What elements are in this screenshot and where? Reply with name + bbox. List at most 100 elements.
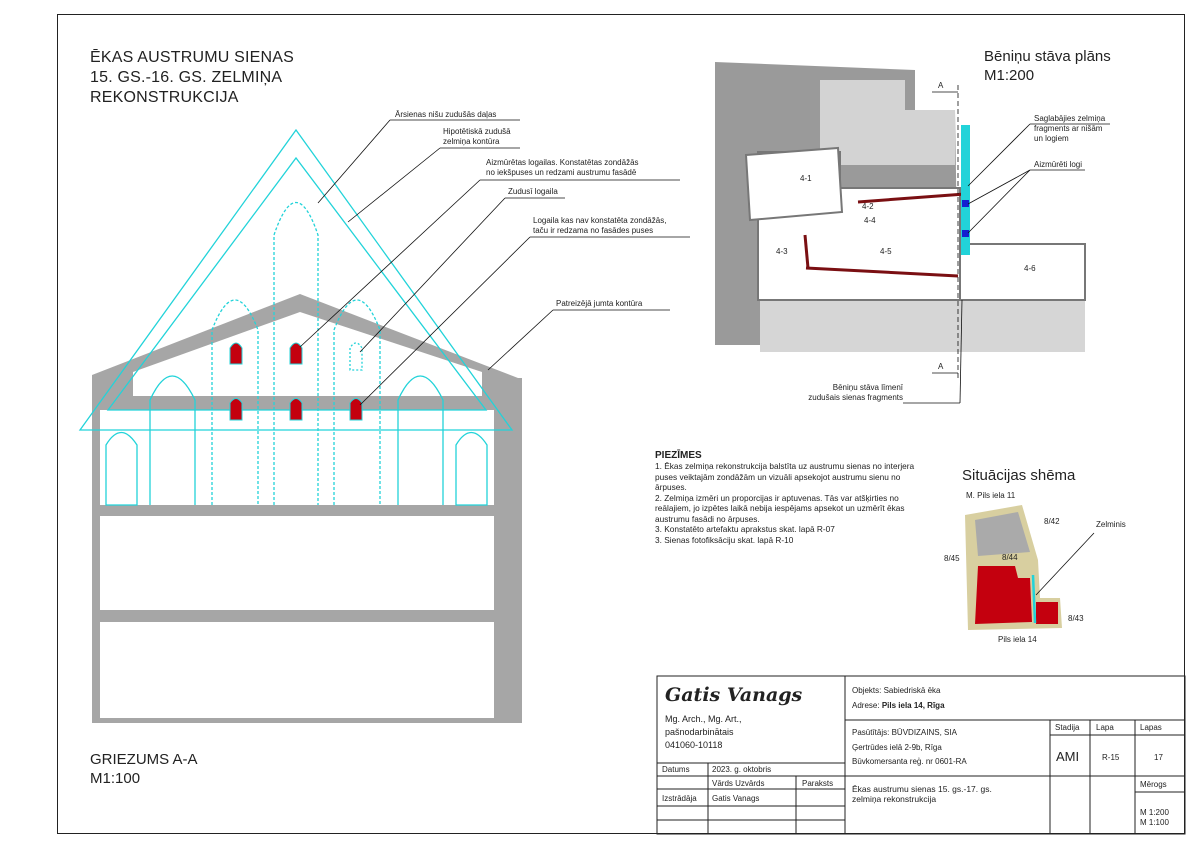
section-name: GRIEZUMS A-A: [90, 751, 198, 768]
note-line: ārpuses.: [655, 482, 687, 492]
address-value: Pils iela 14, Rīga: [881, 701, 945, 710]
sheet-title: Ēkas austrumu sienas 15. gs.-17. gs. zel…: [852, 784, 992, 804]
room-label: 4-6: [1024, 264, 1036, 273]
niches: [105, 202, 488, 506]
notes-heading: PIEZĪMES: [655, 450, 702, 461]
drawing-frame: [57, 14, 1185, 834]
address-label: Adrese:: [852, 701, 880, 710]
note-line: 2. Zelmiņa izmēri un proporcijas ir aptu…: [655, 492, 899, 503]
annot-bricked-windows: Aizmūrētas logailas. Konstatētas zondāžā…: [486, 158, 639, 178]
sheet-value: R-15: [1102, 753, 1120, 762]
annot-missing-niches: Ārsienas nišu zudušās daļas: [395, 110, 497, 119]
architect-code: 041060-10118: [665, 740, 723, 750]
client-address: Ģertrūdes ielā 2-9b, Rīga: [852, 743, 942, 752]
signature-column-label: Paraksts: [802, 779, 834, 788]
sheet-label: Lapa: [1096, 723, 1114, 732]
sheet-title-line1: Ēkas austrumu sienas 15. gs.-17. gs.: [852, 784, 992, 794]
architect-name: Gatis Vanags: [665, 684, 803, 706]
name-column-label: Vārds Uzvārds: [712, 779, 765, 788]
note-line: 1. Ēkas zelmiņa rekonstrukcija balstīta …: [655, 461, 915, 471]
annot-line: taču ir redzama no fasādes puses: [533, 226, 654, 235]
zelminis-label: Zelminis: [1096, 520, 1126, 529]
parcel-843: 8/43: [1068, 614, 1084, 623]
annot-hypothetical-contour: Hipotētiskā zudušā zelmiņa kontūra: [443, 127, 511, 147]
annot-lost-window: Zudusī logaila: [508, 187, 558, 196]
hypothetical-gable-contour: [78, 128, 514, 431]
annot-line: un logiem: [1034, 134, 1069, 143]
section-title-line3: REKONSTRUKCIJA: [90, 89, 239, 106]
annot-bricked-plan: Aizmūrēti logi: [1034, 160, 1083, 169]
annot-current-roof: Patreizējā jumta kontūra: [556, 299, 643, 308]
parcel-844: 8/44: [1002, 553, 1018, 562]
sheet-title-line2: zelmiņa rekonstrukcija: [852, 794, 937, 804]
stage-value: AMI: [1056, 749, 1080, 764]
section-label: GRIEZUMS A-A M1:100: [90, 750, 198, 788]
situation-street-top: M. Pils iela 11: [966, 491, 1016, 500]
datums-value: 2023. g. oktobris: [712, 765, 772, 774]
room-label: 4-3: [776, 247, 788, 256]
annot-line: Bēniņu stāva līmenī: [832, 383, 903, 392]
parcel-845: 8/45: [944, 554, 960, 563]
gable-fragment: [961, 125, 970, 255]
annot-line: zudušais sienas fragments: [808, 393, 903, 402]
note-line: puses veiktajām zondāžām un vizuāli apse…: [655, 471, 901, 482]
annot-line: fragments ar nišām: [1034, 124, 1103, 133]
situation-street-bottom: Pils iela 14: [998, 635, 1037, 644]
annot-unconfirmed-window: Logaila kas nav konstatēta zondāžās, tač…: [533, 216, 666, 236]
plan-scale: M1:200: [984, 67, 1035, 84]
architect-quals: Mg. Arch., Mg. Art.,: [665, 714, 742, 724]
datums-label: Datums: [662, 765, 690, 774]
scale-label: Mērogs: [1140, 780, 1167, 789]
client-reg: Būvkomersanta reģ. nr 0601-RA: [852, 757, 967, 766]
annot-line: Logaila kas nav konstatēta zondāžās,: [533, 216, 667, 225]
site-building: [975, 566, 1032, 624]
object-label: Objekts:: [852, 686, 882, 695]
plan-walls-highlight: [803, 192, 966, 278]
architect-status: pašnodarbinātais: [665, 727, 734, 737]
zelminis-leader: [1035, 532, 1095, 596]
section-title-line1: ĒKAS AUSTRUMU SIENAS: [90, 49, 295, 66]
architect-info: Mg. Arch., Mg. Art., pašnodarbinātais 04…: [665, 713, 742, 752]
annot-line: Hipotētiskā zudušā: [443, 127, 511, 136]
note-line: 3. Konstatēto artefaktu aprakstus skat. …: [655, 524, 835, 534]
plan-name: Bēniņu stāva plāns: [984, 48, 1111, 65]
room-label: 4-4: [864, 216, 876, 225]
leader-lines: [299, 119, 690, 406]
izstradaja-label: Izstrādāja: [662, 794, 697, 803]
scale-value: M 1:200: [1140, 808, 1169, 817]
note-line: austrumu fasādi no ārpuses.: [655, 513, 760, 524]
client-row: Pasūtītājs: BŪVDIZAINS, SIA: [852, 728, 957, 738]
parcel-842: 8/42: [1044, 517, 1060, 526]
cut-mark-bottom: A: [938, 362, 944, 371]
client-value: BŪVDIZAINS, SIA: [891, 728, 957, 737]
notes-block: PIEZĪMES 1. Ēkas zelmiņa rekonstrukcija …: [655, 450, 955, 545]
address-row: Adrese: Pils iela 14, Rīga: [852, 701, 945, 711]
sheets-label: Lapas: [1140, 723, 1162, 732]
note-line: reālajiem, jo izpētes laikā nebija iespē…: [655, 503, 905, 513]
section-title: ĒKAS AUSTRUMU SIENAS 15. GS.-16. GS. ZEL…: [90, 48, 294, 108]
sheets-value: 17: [1154, 753, 1163, 762]
stage-label: Stadija: [1055, 723, 1080, 732]
annot-line: zelmiņa kontūra: [443, 137, 500, 146]
bricked-windows: [229, 342, 363, 421]
section-title-line2: 15. GS.-16. GS. ZELMIŅA: [90, 69, 283, 86]
scale-values: M 1:200 M 1:100: [1140, 808, 1169, 828]
izstradaja-value: Gatis Vanags: [712, 794, 760, 803]
room-label: 4-5: [880, 247, 892, 256]
room-label: 4-2: [862, 202, 874, 211]
situation-title: Situācijas shēma: [962, 467, 1076, 484]
object-value: Sabiedriskā ēka: [883, 686, 941, 695]
plan-leader-lines: [903, 123, 1110, 404]
annot-line: Aizmūrētas logailas. Konstatētas zondāžā…: [486, 158, 639, 167]
annot-line: Saglabājies zelmiņa: [1034, 114, 1106, 123]
note-line: 3. Sienas fotofiksāciju skat. lapā R-10: [655, 534, 794, 545]
client-label: Pasūtītājs:: [852, 728, 890, 737]
scale-value: M 1:100: [1140, 818, 1169, 827]
room-label: 4-1: [800, 174, 812, 183]
neighbor-courtyard: [820, 80, 955, 165]
annot-preserved-fragment: Saglabājies zelmiņa fragments ar nišām u…: [1034, 114, 1105, 144]
